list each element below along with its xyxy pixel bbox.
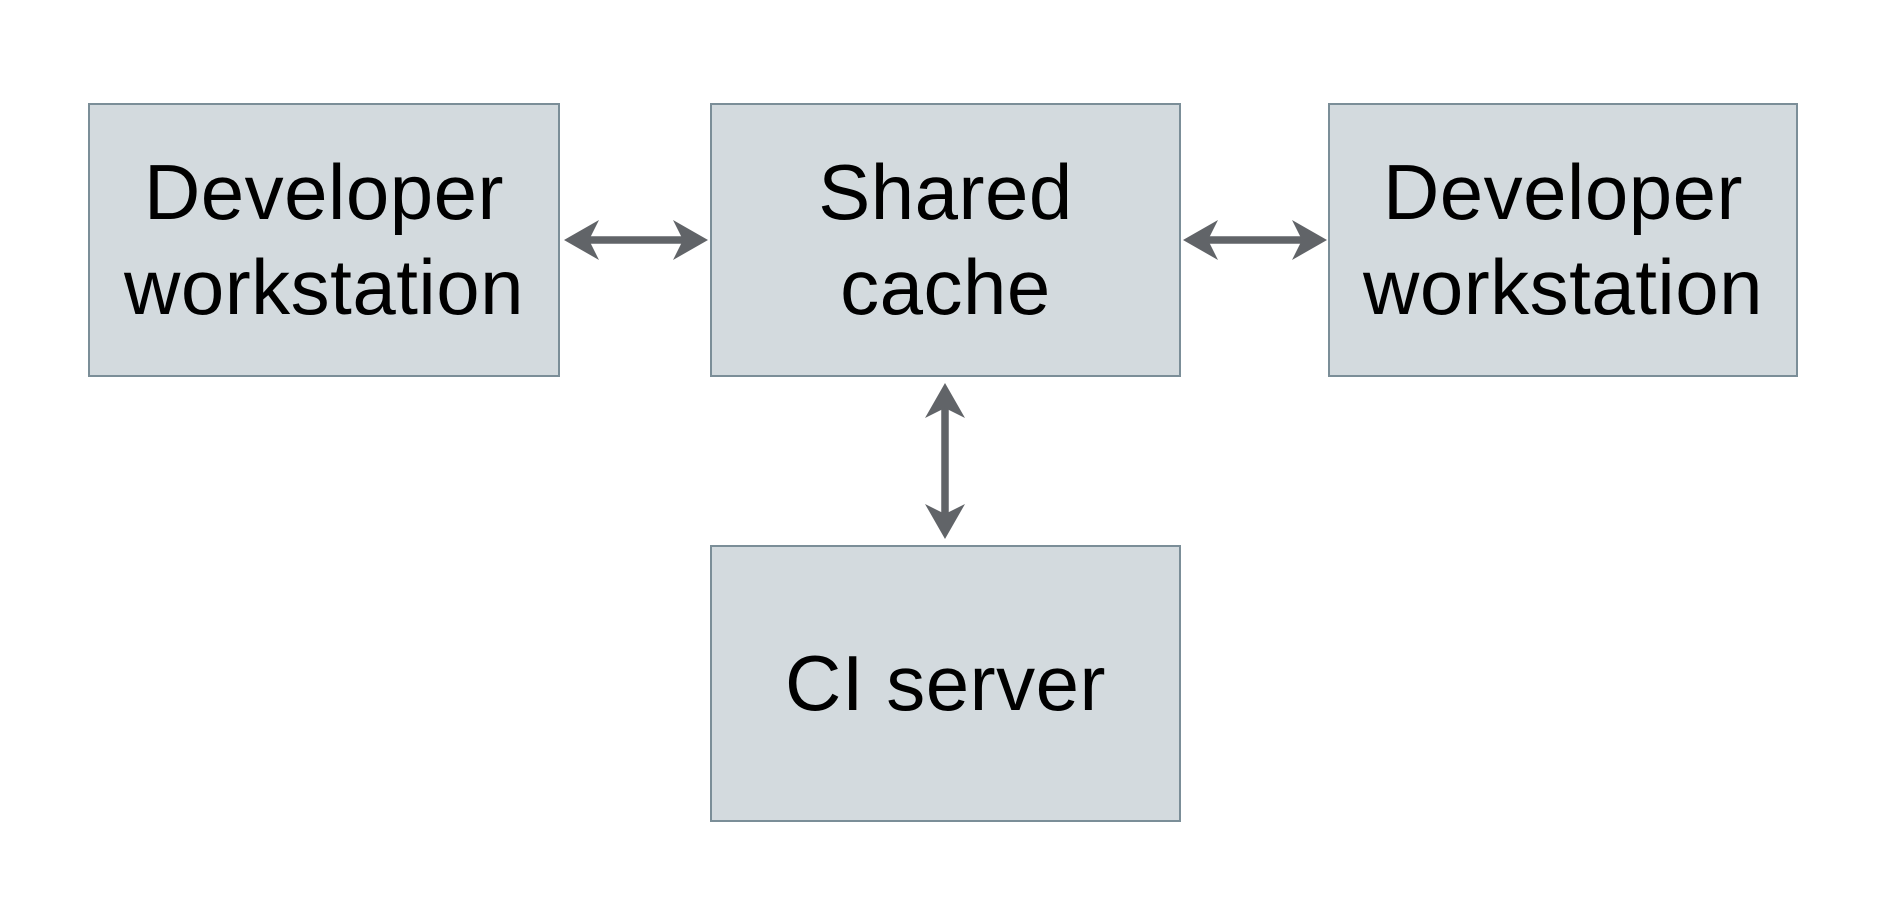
node-ci-server: CI server xyxy=(710,545,1181,822)
node-label-developer-workstation-right: Developer workstation xyxy=(1363,147,1763,331)
bidirectional-arrow-cache-to-workstation-right-icon xyxy=(1183,220,1327,260)
node-label-shared-cache: Shared cache xyxy=(818,147,1073,331)
node-developer-workstation-left: Developer workstation xyxy=(88,103,560,377)
node-label-ci-server: CI server xyxy=(785,638,1106,727)
node-developer-workstation-right: Developer workstation xyxy=(1328,103,1798,377)
bidirectional-arrow-workstation-left-to-cache-icon xyxy=(564,220,708,260)
node-label-developer-workstation-left: Developer workstation xyxy=(124,147,524,331)
bidirectional-arrow-cache-to-ci-server-icon xyxy=(925,383,965,539)
node-shared-cache: Shared cache xyxy=(710,103,1181,377)
